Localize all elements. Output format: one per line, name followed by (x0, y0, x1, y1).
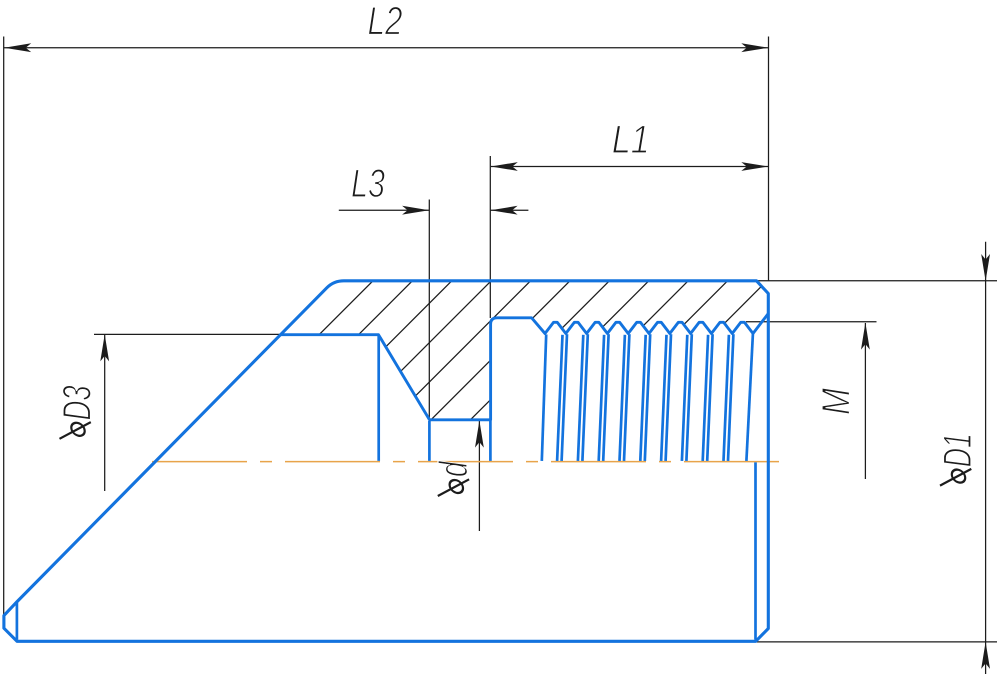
svg-text:D3: D3 (56, 385, 100, 420)
svg-text:D1: D1 (936, 433, 980, 467)
svg-text:L1: L1 (612, 118, 650, 162)
svg-text:d: d (432, 460, 476, 477)
svg-text:M: M (815, 387, 859, 415)
svg-text:L3: L3 (351, 162, 385, 206)
svg-text:L2: L2 (368, 0, 403, 43)
